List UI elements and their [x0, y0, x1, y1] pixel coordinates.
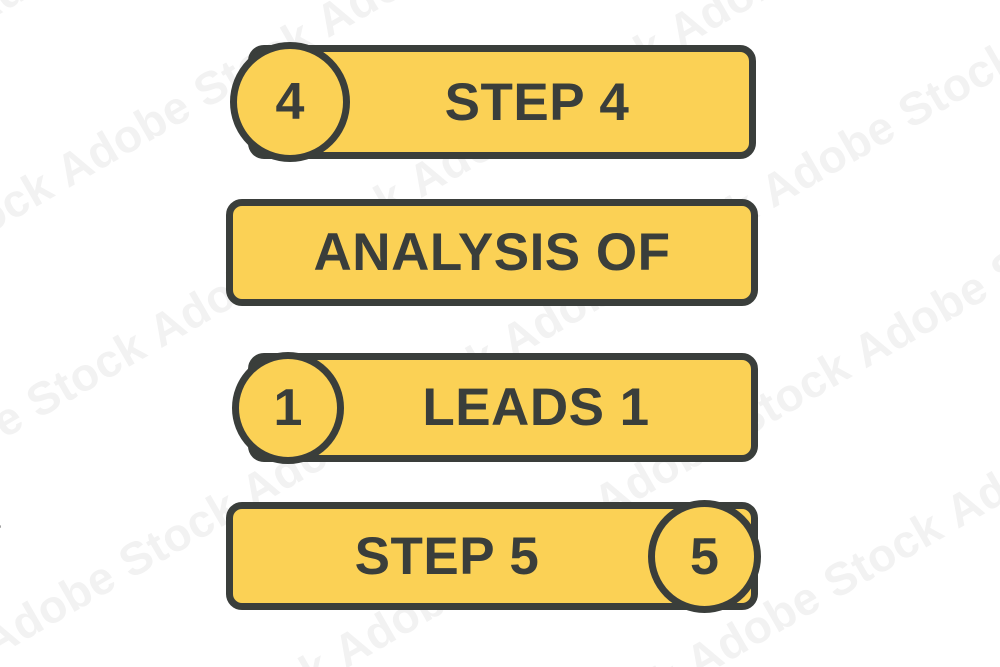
watermark-word: Adobe Stock: [769, 658, 1000, 667]
step-number-badge[interactable]: 5: [648, 500, 761, 613]
step-number-badge[interactable]: 1: [232, 352, 344, 464]
watermark-word: Adobe Stock: [751, 28, 1000, 218]
banner-bar[interactable]: ANALYSIS OF: [226, 199, 758, 306]
step-number-text: 1: [273, 379, 303, 437]
watermark-word: Adobe Stock: [0, 318, 154, 507]
step-number-badge[interactable]: 4: [230, 42, 350, 162]
step-number-text: 5: [690, 527, 719, 586]
watermark-word: Adobe Stock: [416, 648, 691, 667]
watermark-word: Adobe Stock: [64, 638, 339, 667]
watermark-word: Adobe Stock: [936, 349, 1000, 538]
watermark-credit: Adobe Stock | #1592993620: [0, 400, 2, 653]
watermark-word: Adobe Stock: [843, 188, 1000, 378]
step-number-text: 4: [275, 73, 305, 131]
watermark-word: Adobe Stock: [0, 478, 247, 667]
watermark-word: Adobe Stock: [306, 0, 581, 47]
banner-label: ANALYSIS OF: [313, 223, 671, 282]
watermark-word: Adobe Stock: [0, 0, 229, 37]
banner-label: STEP 4: [444, 72, 630, 132]
banner-label: LEADS 1: [422, 378, 650, 437]
banner-label: STEP 5: [354, 526, 540, 586]
watermark-word: Adobe Stock: [0, 158, 62, 346]
